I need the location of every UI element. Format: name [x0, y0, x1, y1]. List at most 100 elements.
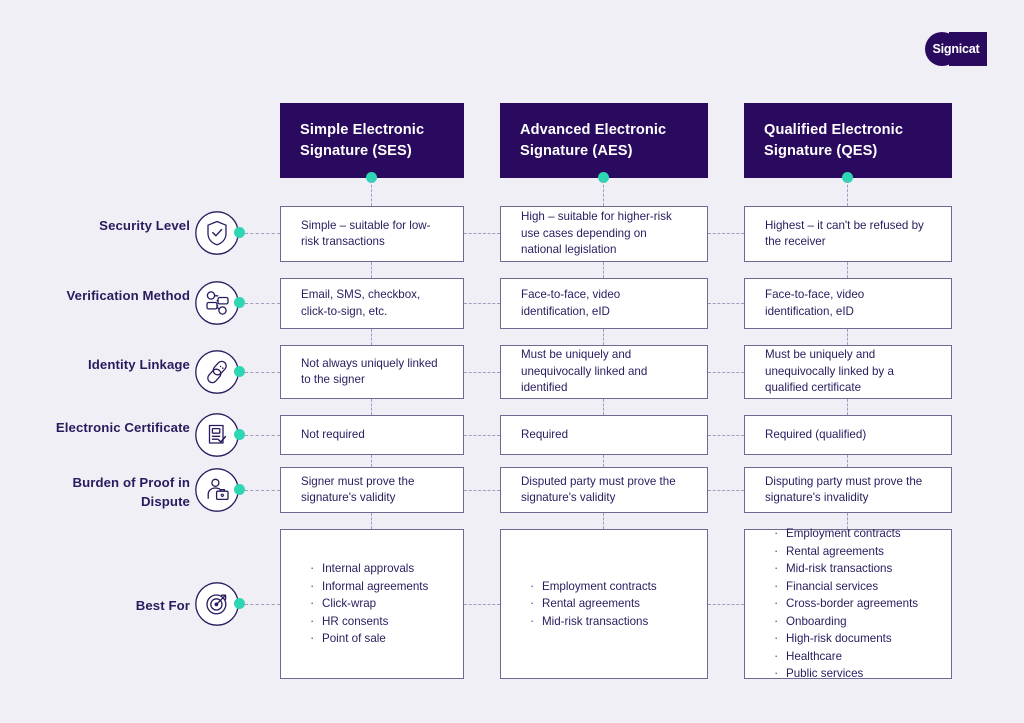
row-label-electronic-certificate: Electronic Certificate	[55, 420, 190, 435]
cell-identity-linkage-aes: Must be uniquely and unequivocally linke…	[500, 345, 708, 399]
cell-identity-linkage-qes: Must be uniquely and unequivocally linke…	[744, 345, 952, 399]
cell-burden-of-proof-qes: Disputing party must prove the signature…	[744, 467, 952, 513]
row-label-security-level: Security Level	[99, 218, 190, 233]
cell-security-level-aes: High – suitable for higher-risk use case…	[500, 206, 708, 262]
connector-h-security-level-ses	[245, 233, 280, 234]
connector-h-best-for-qes	[708, 604, 744, 605]
cell-burden-of-proof-aes-text: Disputed party must prove the signature'…	[521, 474, 676, 505]
cell-burden-of-proof-ses: Signer must prove the signature's validi…	[280, 467, 464, 513]
connector-dot-row-best-for	[234, 598, 245, 609]
logo-circle-shape	[925, 32, 959, 66]
connector-v-qes-5	[847, 455, 848, 467]
list-item: Mid-risk transactions	[773, 559, 918, 578]
connector-h-burden-of-proof-ses	[245, 490, 280, 491]
connector-dot-row-security-level	[234, 227, 245, 238]
connector-dot-row-identity-linkage	[234, 366, 245, 377]
connector-dot-row-electronic-certificate	[234, 429, 245, 440]
cell-security-level-ses: Simple – suitable for low-risk transacti…	[280, 206, 464, 262]
list-item: Onboarding	[773, 612, 918, 631]
cell-electronic-certificate-aes: Required	[500, 415, 708, 455]
connector-v-qes-1	[847, 180, 848, 206]
connector-h-electronic-certificate-ses	[245, 435, 280, 436]
list-item: Employment contracts	[529, 577, 657, 596]
cell-identity-linkage-qes-text: Must be uniquely and unequivocally linke…	[765, 348, 894, 395]
row-label-best-for: Best For	[135, 598, 190, 613]
list-item: High-risk documents	[773, 629, 918, 648]
cell-best-for-aes-list: Employment contractsRental agreementsMid…	[529, 577, 657, 631]
connector-v-aes-1	[603, 180, 604, 206]
cell-electronic-certificate-qes: Required (qualified)	[744, 415, 952, 455]
target-arrow-icon	[194, 581, 240, 627]
list-item: Employment contracts	[773, 524, 918, 543]
column-header-qes-label: Qualified Electronic Signature (QES)	[764, 121, 904, 159]
connector-h-identity-linkage-aes	[464, 372, 500, 373]
connector-h-verification-method-qes	[708, 303, 744, 304]
connector-dot-ses-header	[366, 172, 377, 183]
cell-electronic-certificate-ses: Not required	[280, 415, 464, 455]
cell-best-for-ses-list: Internal approvalsInformal agreementsCli…	[309, 559, 428, 648]
cell-security-level-qes: Highest – it can't be refused by the rec…	[744, 206, 952, 262]
connector-v-qes-6	[847, 513, 848, 529]
logo-wordmark: Signicat	[932, 42, 980, 56]
document-check-icon	[194, 412, 240, 458]
connector-v-ses-2	[371, 262, 372, 278]
shield-check-icon	[194, 210, 240, 256]
list-item: Rental agreements	[529, 594, 657, 613]
list-item: Point of sale	[309, 629, 428, 648]
connector-h-burden-of-proof-aes	[464, 490, 500, 491]
connector-h-security-level-aes	[464, 233, 500, 234]
cell-best-for-qes: Employment contractsRental agreementsMid…	[744, 524, 952, 681]
list-item: Internal approvals	[309, 559, 428, 578]
column-header-aes-label: Advanced Electronic Signature (AES)	[520, 121, 667, 159]
cell-identity-linkage-ses: Not always uniquely linked to the signer	[280, 345, 464, 399]
connector-h-electronic-certificate-qes	[708, 435, 744, 436]
list-item: Healthcare	[773, 647, 918, 666]
cell-security-level-qes-text: Highest – it can't be refused by the rec…	[765, 218, 924, 249]
connector-v-aes-6	[603, 513, 604, 529]
cell-burden-of-proof-ses-text: Signer must prove the signature's validi…	[301, 474, 415, 505]
list-item: HR consents	[309, 612, 428, 631]
connector-v-qes-4	[847, 399, 848, 415]
connector-h-electronic-certificate-aes	[464, 435, 500, 436]
list-item: Click-wrap	[309, 594, 428, 613]
connector-h-identity-linkage-qes	[708, 372, 744, 373]
connector-v-aes-2	[603, 262, 604, 278]
connector-h-burden-of-proof-qes	[708, 490, 744, 491]
column-header-qes: Qualified Electronic Signature (QES)	[744, 103, 952, 178]
list-item: Informal agreements	[309, 577, 428, 596]
cell-electronic-certificate-ses-text: Not required	[301, 427, 365, 441]
connector-h-verification-method-ses	[245, 303, 280, 304]
person-briefcase-icon	[194, 467, 240, 513]
cell-best-for-ses: Internal approvalsInformal agreementsCli…	[280, 529, 464, 679]
connector-v-aes-5	[603, 455, 604, 467]
cell-identity-linkage-ses-text: Not always uniquely linked to the signer	[301, 356, 438, 387]
list-item: Cross-border agreements	[773, 594, 918, 613]
connector-h-best-for-ses	[245, 604, 280, 605]
cell-identity-linkage-aes-text: Must be uniquely and unequivocally linke…	[521, 348, 648, 395]
list-item: Rental agreements	[773, 542, 918, 561]
cell-best-for-qes-list: Employment contractsRental agreementsMid…	[773, 524, 918, 683]
list-item: Mid-risk transactions	[529, 612, 657, 631]
connector-dot-qes-header	[842, 172, 853, 183]
list-item: Financial services	[773, 577, 918, 596]
cell-verification-method-aes-text: Face-to-face, video identification, eID	[521, 288, 621, 318]
connector-v-ses-6	[371, 513, 372, 529]
cell-verification-method-ses-text: Email, SMS, checkbox, click-to-sign, etc…	[301, 288, 421, 318]
connector-v-ses-1	[371, 180, 372, 206]
cell-best-for-aes: Employment contractsRental agreementsMid…	[500, 529, 708, 679]
connector-dot-row-verification-method	[234, 297, 245, 308]
column-header-aes: Advanced Electronic Signature (AES)	[500, 103, 708, 178]
cell-verification-method-ses: Email, SMS, checkbox, click-to-sign, etc…	[280, 278, 464, 329]
signicat-logo: Signicat	[925, 32, 987, 66]
row-label-identity-linkage: Identity Linkage	[88, 357, 190, 372]
cell-verification-method-aes: Face-to-face, video identification, eID	[500, 278, 708, 329]
cell-electronic-certificate-qes-text: Required (qualified)	[765, 427, 867, 441]
connector-v-aes-3	[603, 329, 604, 345]
network-nodes-icon	[194, 280, 240, 326]
cell-verification-method-qes: Face-to-face, video identification, eID	[744, 278, 952, 329]
connector-v-ses-5	[371, 455, 372, 467]
connector-dot-row-burden-of-proof	[234, 484, 245, 495]
connector-h-identity-linkage-ses	[245, 372, 280, 373]
cell-security-level-aes-text: High – suitable for higher-risk use case…	[521, 210, 672, 257]
